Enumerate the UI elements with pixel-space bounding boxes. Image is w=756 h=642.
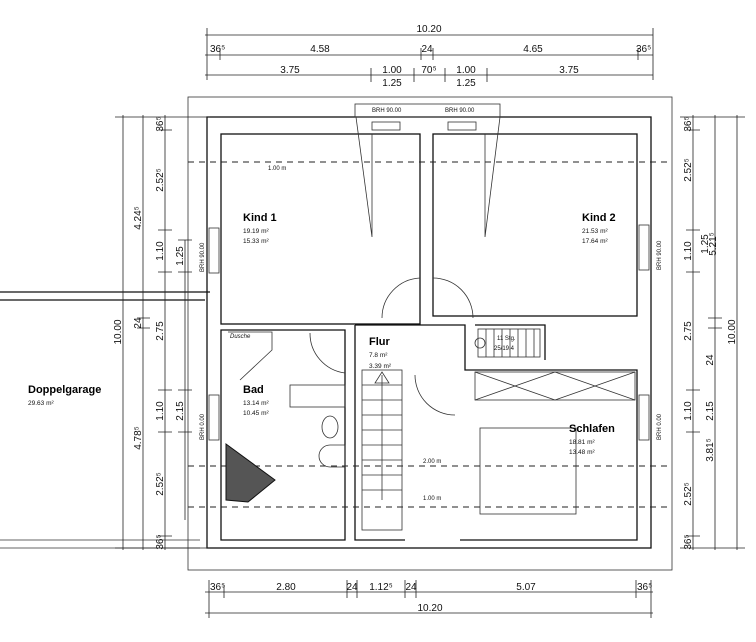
dim-text: 10.00 <box>727 319 738 344</box>
dimension-left: 10.00 4.24⁵ 24 4.78⁵ 36⁵ 2.52⁵ 1.10 2.75… <box>113 115 210 550</box>
dimension-bottom: 36⁵ 2.80 24 1.12⁵ 24 5.07 36⁵ 10.20 <box>205 580 653 618</box>
label-brh-top-left: BRH 90.00 <box>372 108 402 114</box>
outer-boundary <box>187 96 673 571</box>
dim-text: 2.75 <box>155 321 166 341</box>
furniture <box>225 331 636 515</box>
dim-text: 4.24⁵ <box>133 206 144 230</box>
dim-text: 36⁵ <box>210 582 225 593</box>
room-area: 19.19 m² <box>243 228 269 235</box>
label-brh-right-lower: BRH 0.00 <box>657 413 663 440</box>
dim-text: 4.65 <box>523 44 543 55</box>
label-height-stairs: 1.00 m <box>423 496 441 502</box>
dim-text: 1.00 <box>456 65 476 76</box>
dim-text: 36⁵ <box>637 582 652 593</box>
dim-text: 10.20 <box>417 603 442 614</box>
dim-text: 3.81⁵ <box>705 438 716 462</box>
room-area: 18.81 m² <box>569 439 595 446</box>
dim-text: 1.10 <box>155 241 166 261</box>
dim-text: 4.58 <box>310 44 330 55</box>
label-brh-left-lower: BRH 0.00 <box>200 413 206 440</box>
label-brh-right-upper: BRH 90.00 <box>657 240 663 270</box>
door-swings <box>309 277 474 416</box>
room-name-garage: Doppelgarage <box>28 384 101 396</box>
room-area-net: 3.39 m² <box>369 363 392 370</box>
room-name: Kind 1 <box>243 212 277 224</box>
interior-walls <box>220 133 638 541</box>
dim-text: 2.52⁵ <box>155 168 166 192</box>
dim-text: 5.21⁵ <box>708 232 719 256</box>
room-schlafen: Schlafen 18.81 m² 13.48 m² <box>569 423 615 456</box>
room-bad: Bad 13.14 m² 10.45 m² <box>243 384 269 417</box>
dimension-top: 10.20 36⁵ 4.58 24 4.65 36⁵ 3.75 1.00 1.2… <box>205 24 654 89</box>
room-area-garage: 29.63 m² <box>28 400 54 407</box>
room-area-net: 10.45 m² <box>243 410 269 417</box>
dim-text: 2.80 <box>276 582 296 593</box>
dim-text: 36⁵ <box>155 116 166 131</box>
label-brh-left-upper: BRH 90.00 <box>200 242 206 272</box>
room-area-net: 15.33 m² <box>243 238 269 245</box>
dim-text: 1.25 <box>456 78 476 89</box>
window-side <box>208 224 650 441</box>
staircase <box>361 328 541 531</box>
roof-slope-lines <box>188 161 672 508</box>
dim-text: 2.52⁵ <box>683 158 694 182</box>
dim-text: 3.75 <box>280 65 300 76</box>
dim-text: 36⁵ <box>683 534 694 549</box>
dim-text: 1.25 <box>700 234 711 254</box>
label-stairs-count: 11 Stg. <box>497 336 516 342</box>
dim-text: 1.10 <box>683 401 694 421</box>
dim-text: 4.78⁵ <box>133 426 144 450</box>
dim-text: 10.00 <box>113 319 124 344</box>
dim-text: 36⁵ <box>155 534 166 549</box>
room-name: Kind 2 <box>582 212 616 224</box>
label-brh-top-right: BRH 90.00 <box>445 108 475 114</box>
dim-text: 1.25 <box>382 78 402 89</box>
room-name: Bad <box>243 384 264 396</box>
room-area: 7.8 m² <box>369 352 388 359</box>
dim-text: 36⁵ <box>636 44 651 55</box>
room-kind2: Kind 2 21.53 m² 17.64 m² <box>582 212 616 245</box>
dim-text: 2.75 <box>683 321 694 341</box>
room-area-net: 13.48 m² <box>569 449 595 456</box>
dim-text: 24 <box>405 582 417 593</box>
dim-text: 10.20 <box>416 24 441 35</box>
dim-text: 1.10 <box>155 401 166 421</box>
room-name: Flur <box>369 336 390 348</box>
room-area: 21.53 m² <box>582 228 608 235</box>
dim-text: 2.15 <box>705 401 716 421</box>
dim-text: 24 <box>133 317 144 329</box>
dim-text: 5.07 <box>516 582 536 593</box>
window-top <box>354 103 501 238</box>
room-flur: Flur 7.8 m² 3.39 m² <box>369 336 392 370</box>
dim-text: 1.12⁵ <box>369 582 393 593</box>
dim-text: 24 <box>705 354 716 366</box>
dim-text: 1.25 <box>175 246 186 266</box>
dim-text: 3.75 <box>559 65 579 76</box>
label-dusche: Dusche <box>230 334 251 340</box>
exterior-wall-outer <box>206 116 652 549</box>
label-height-schlafen: 2.00 m <box>423 459 441 465</box>
room-name: Schlafen <box>569 423 615 435</box>
room-area: 13.14 m² <box>243 400 269 407</box>
room-area-net: 17.64 m² <box>582 238 608 245</box>
room-kind1: Kind 1 19.19 m² 15.33 m² <box>243 212 277 245</box>
dim-text: 2.15 <box>175 401 186 421</box>
dim-text: 2.52⁵ <box>683 482 694 506</box>
dim-text: 24 <box>421 44 433 55</box>
dim-text: 70⁵ <box>421 65 436 76</box>
dim-text: 24 <box>346 582 358 593</box>
dim-text: 1.00 <box>382 65 402 76</box>
label-height-kind1: 1.00 m <box>268 166 286 172</box>
label-stairs-size: 25/19.4 <box>494 346 515 352</box>
dimension-right: 36⁵ 2.52⁵ 1.10 2.75 1.10 2.52⁵ 36⁵ 1.25 … <box>680 115 745 550</box>
dim-text: 36⁵ <box>210 44 225 55</box>
dim-text: 36⁵ <box>683 116 694 131</box>
dim-text: 2.52⁵ <box>155 472 166 496</box>
dim-text: 1.10 <box>683 241 694 261</box>
